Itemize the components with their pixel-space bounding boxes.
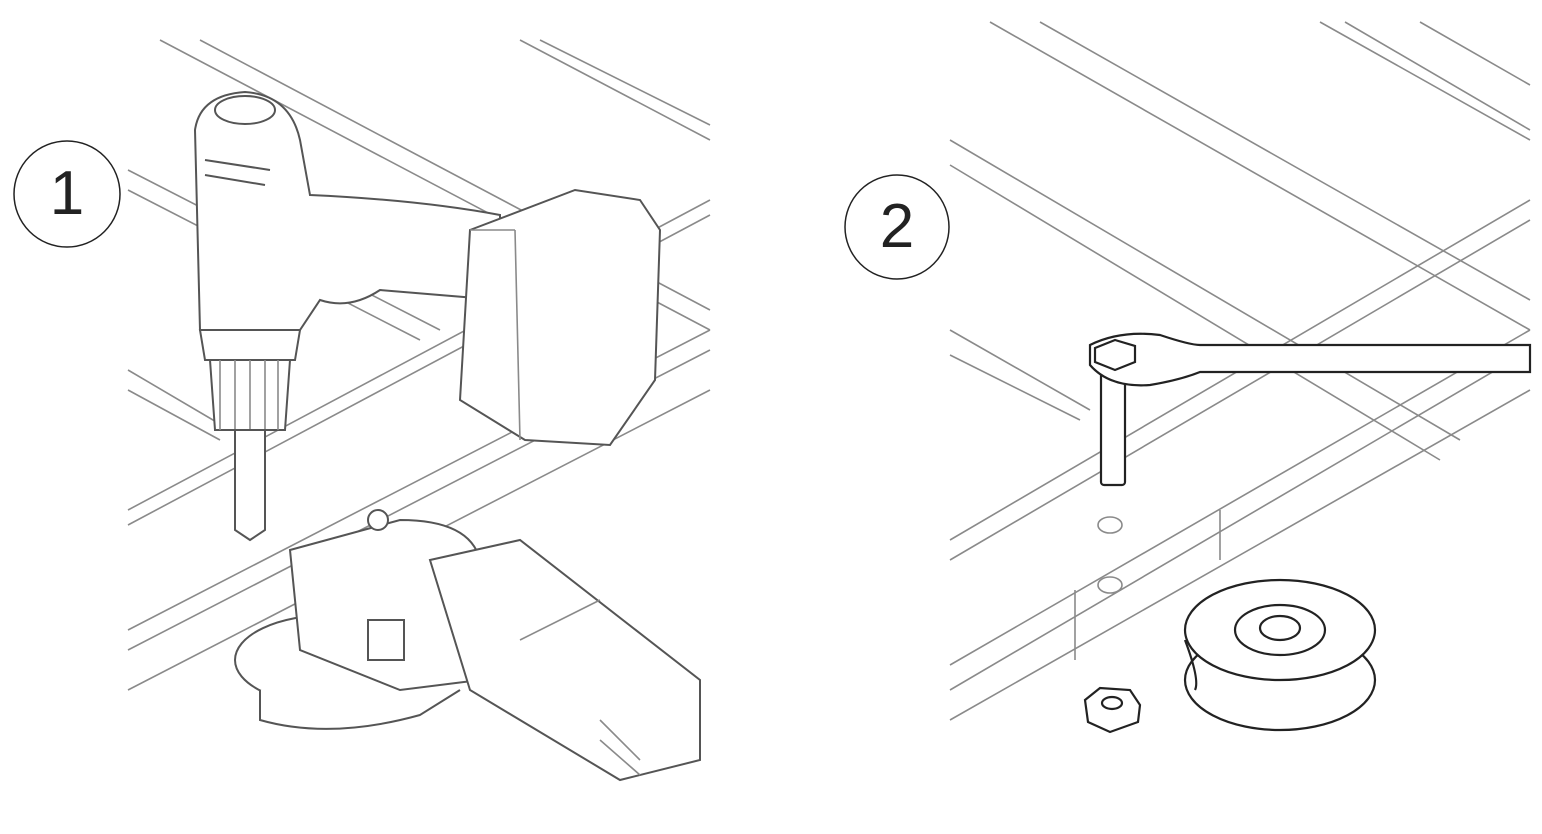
pulley-wheel-icon [1183,578,1377,732]
step-2-number: 2 [879,192,915,261]
step-2-circle [844,174,950,280]
wrench-icon [1088,332,1532,387]
step-1-number: 1 [49,159,85,228]
frame-rails [949,21,1531,721]
hex-nut-icon [1083,686,1142,734]
step-1-circle [13,140,121,248]
angle-grinder-icon [234,509,701,782]
step-1-illustration [127,39,711,782]
step-2-illustration [949,21,1532,734]
drill-icon [193,90,662,542]
